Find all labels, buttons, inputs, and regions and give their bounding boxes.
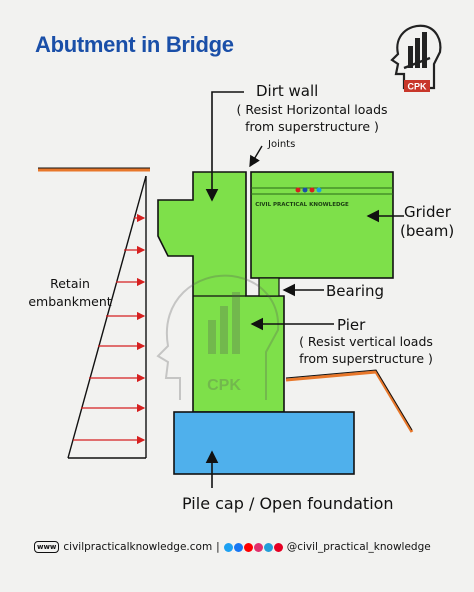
website-link[interactable]: civilpracticalknowledge.com [63, 541, 213, 553]
retain-embankment-load [67, 175, 147, 459]
faint-watermark: CPK [156, 274, 280, 400]
footer-separator: | [216, 541, 220, 553]
retain-label-line2: embankment [28, 294, 112, 309]
pier-note-line1: ( Resist vertical loads [299, 334, 433, 349]
dirt-wall-note-line2: from superstructure ) [245, 119, 379, 134]
footer: www civilpracticalknowledge.com | @civil… [34, 538, 454, 556]
cpk-logo-icon: CPK [384, 18, 446, 96]
social-handle[interactable]: @civil_practical_knowledge [286, 541, 431, 553]
joints-label: Joints [268, 139, 296, 150]
girder-beam: CIVIL PRACTICAL KNOWLEDGE [250, 171, 394, 279]
faint-watermark-text: CPK [207, 377, 241, 394]
page-title: Abutment in Bridge [35, 32, 234, 57]
grider-label: Grider [404, 203, 451, 221]
ground-line-left [38, 167, 150, 172]
grider-sub-label: (beam) [400, 222, 455, 240]
bearing-block [258, 277, 280, 297]
girder-watermark: CIVIL PRACTICAL KNOWLEDGE [255, 202, 349, 208]
www-icon: www [34, 541, 60, 553]
dirt-wall-note-line1: ( Resist Horizontal loads [236, 102, 388, 117]
pier-label: Pier [337, 316, 366, 334]
pile-cap-label: Pile cap / Open foundation [182, 494, 394, 513]
abutment-body [157, 171, 285, 413]
dirt-wall-label: Dirt wall [256, 82, 319, 100]
bearing-label: Bearing [326, 282, 385, 300]
pier-note-line2: from superstructure ) [299, 351, 433, 366]
leader-arrows [205, 91, 404, 488]
logo-text: CPK [407, 82, 427, 92]
pile-cap-block [173, 411, 355, 475]
ground-line-right [285, 369, 414, 433]
retain-label-line1: Retain [50, 276, 90, 291]
social-icons [223, 542, 283, 552]
